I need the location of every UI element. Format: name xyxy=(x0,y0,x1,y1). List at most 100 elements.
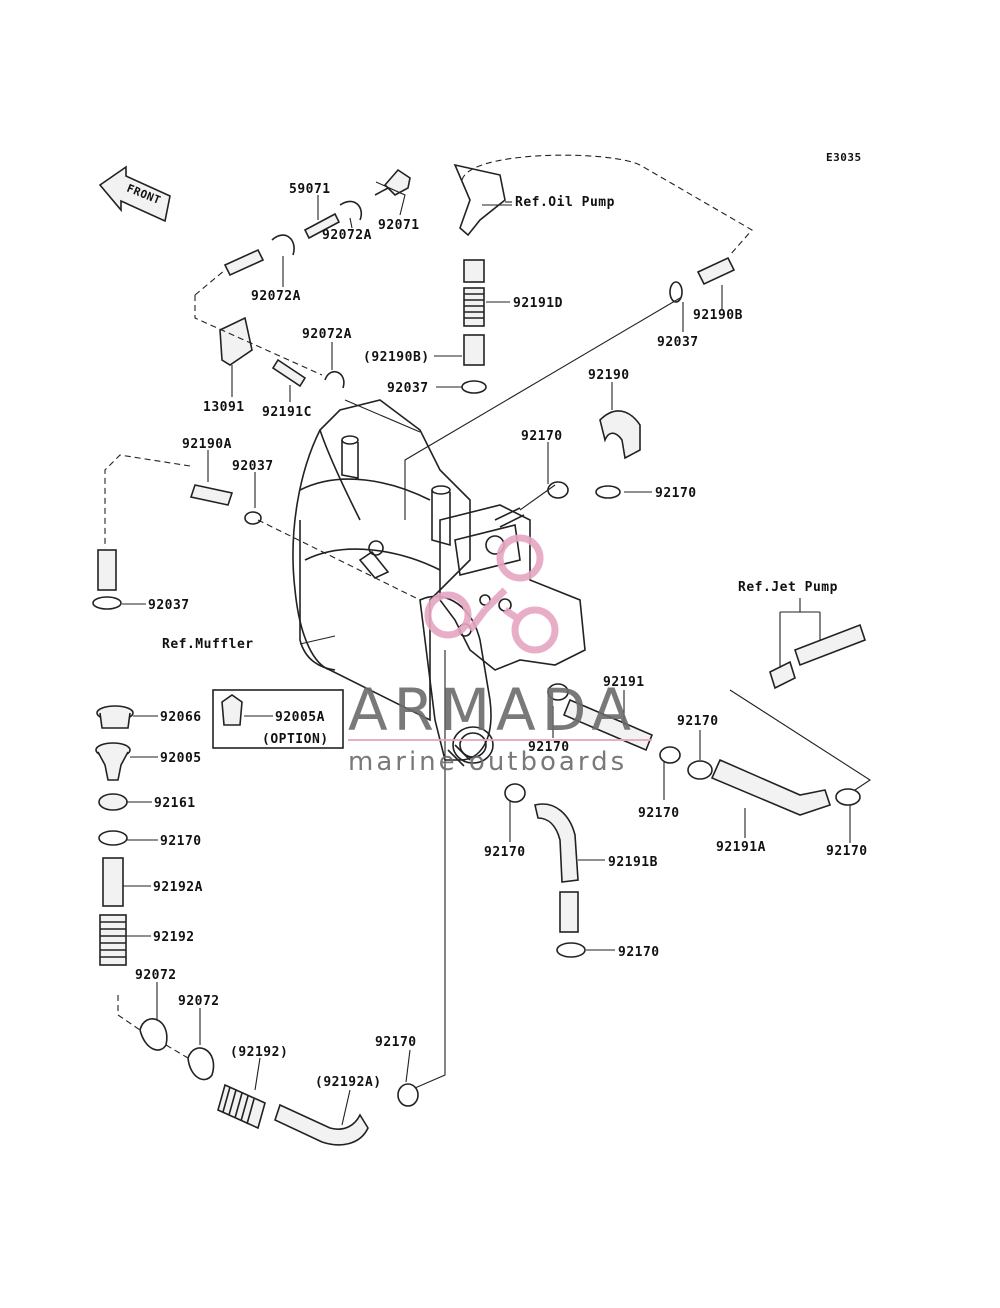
label-92170-d: 92170 xyxy=(375,1035,417,1050)
label-92190b-paren: (92190B) xyxy=(363,350,430,365)
route-lower-left-2 xyxy=(165,1044,189,1059)
label-92066: 92066 xyxy=(160,710,202,725)
label-92190a: 92190A xyxy=(182,437,232,452)
label-92170-c: 92170 xyxy=(160,834,202,849)
route-lower-main xyxy=(414,650,446,1089)
plug-92005 xyxy=(95,742,131,781)
clamp-92170-e xyxy=(547,683,569,701)
clamp-92170-j xyxy=(556,942,586,958)
pin-59071 xyxy=(303,212,341,240)
fitting-92071 xyxy=(374,168,411,196)
label-92192: 92192 xyxy=(153,930,195,945)
clip-92072-a xyxy=(139,1018,168,1051)
label-92170-i: 92170 xyxy=(826,844,868,859)
hose-92191 xyxy=(562,698,654,752)
hose-92191b xyxy=(534,803,579,883)
label-92170-g: 92170 xyxy=(638,806,680,821)
plug-92066 xyxy=(96,705,134,729)
clamp-92037-b xyxy=(669,281,683,303)
label-92192a: 92192A xyxy=(153,880,203,895)
armada-logo-icon xyxy=(424,534,559,654)
route-92170-a xyxy=(519,484,556,511)
label-92170-h: 92170 xyxy=(484,845,526,860)
jet-pump-ref xyxy=(769,623,867,690)
label-92192a-paren: (92192A) xyxy=(315,1075,382,1090)
clamp-92037-a xyxy=(461,380,487,394)
label-92191: 92191 xyxy=(603,675,645,690)
clamp-92170-h xyxy=(504,783,526,803)
label-92037-a: 92037 xyxy=(387,381,429,396)
clip-92072a-mid xyxy=(324,370,345,389)
route-92190a xyxy=(104,454,191,548)
part-labels: 59071 92071 92072A 92072A 92072A 13091 9… xyxy=(135,182,868,1090)
label-92072a-mid: 92072A xyxy=(302,327,352,342)
hose-92072a-left xyxy=(223,248,265,277)
label-92170-j: 92170 xyxy=(618,945,660,960)
spring-92192 xyxy=(99,914,127,966)
label-92191a: 92191A xyxy=(716,840,766,855)
label-92170-f: 92170 xyxy=(677,714,719,729)
block-13091 xyxy=(219,316,253,366)
hose-92191b-lower xyxy=(559,891,579,933)
route-92037-c xyxy=(257,519,421,601)
label-92037-b: 92037 xyxy=(657,335,699,350)
front-arrow-icon: FRONT xyxy=(98,165,171,223)
clip-92072a-left xyxy=(271,234,295,256)
spring-92191d xyxy=(463,259,485,327)
clamp-92170-i xyxy=(835,788,861,806)
label-92072-a: 92072 xyxy=(135,968,177,983)
route-jet-pump xyxy=(729,689,872,791)
label-92005: 92005 xyxy=(160,751,202,766)
hose-92191c xyxy=(271,358,307,388)
clamp-92170-d xyxy=(397,1083,419,1107)
label-92191d: 92191D xyxy=(513,296,563,311)
label-92170-e: 92170 xyxy=(528,740,570,755)
hose-left-vertical xyxy=(97,549,117,591)
label-92161: 92161 xyxy=(154,796,196,811)
clamp-92037-d xyxy=(92,596,122,610)
watermark-brand: ARMADA xyxy=(348,676,637,744)
clamp-92170-g xyxy=(687,760,713,780)
ref-oil-pump: Ref.Oil Pump xyxy=(515,195,615,210)
route-clip-mid xyxy=(344,399,421,433)
hose-92192a-lower xyxy=(274,1103,369,1146)
label-92037-d: 92037 xyxy=(148,598,190,613)
diagram-code: E3035 xyxy=(826,151,862,164)
oil-pump-bracket xyxy=(453,163,506,237)
label-92170-b: 92170 xyxy=(655,486,697,501)
hose-92192a xyxy=(102,857,124,907)
muffler-body xyxy=(292,399,586,767)
label-92072a-left: 92072A xyxy=(251,289,301,304)
route-left-top xyxy=(194,295,323,376)
hose-92190a xyxy=(189,484,234,506)
clamp-92037-c xyxy=(244,511,262,525)
label-92005a: 92005A xyxy=(275,710,325,725)
clamp-92170-c xyxy=(98,830,128,846)
clamp-92170-f xyxy=(659,746,681,764)
label-92191c: 92191C xyxy=(262,405,312,420)
clip-92072-b xyxy=(187,1047,215,1081)
watermark-tagline: marine outboards xyxy=(348,747,627,777)
clamp-92170-a xyxy=(547,481,569,499)
fitting-92005a xyxy=(221,694,243,726)
label-92072a-top: 92072A xyxy=(322,228,372,243)
hose-92190b-inner xyxy=(463,334,485,366)
option-box xyxy=(212,689,344,749)
label-92170-a: 92170 xyxy=(521,429,563,444)
label-92190b: 92190B xyxy=(693,308,743,323)
label-59071: 59071 xyxy=(289,182,331,197)
option-label: (OPTION) xyxy=(262,732,329,747)
spring-92192-lower xyxy=(217,1083,266,1130)
clip-92072a-top xyxy=(339,200,362,221)
elbow-92190 xyxy=(599,410,641,460)
route-left-top-2 xyxy=(194,269,226,296)
ref-muffler: Ref.Muffler xyxy=(162,637,254,652)
label-92190: 92190 xyxy=(588,368,630,383)
ref-jet-pump: Ref.Jet Pump xyxy=(738,580,838,595)
route-lower-left xyxy=(117,995,141,1031)
label-13091: 13091 xyxy=(203,400,245,415)
route-oil-pump xyxy=(461,154,753,256)
label-92072-b: 92072 xyxy=(178,994,220,1009)
clamp-92170-b xyxy=(595,485,621,499)
hose-92190b xyxy=(696,256,736,286)
